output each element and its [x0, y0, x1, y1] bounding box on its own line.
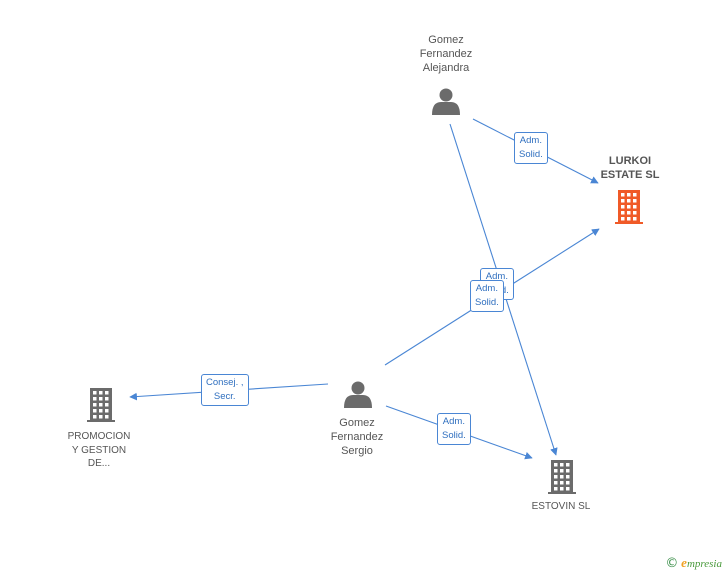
node-label-line: Gomez — [339, 417, 375, 429]
edge-label-line: Adm. — [442, 416, 465, 427]
nodes-layer — [87, 88, 643, 494]
edge-label-line: Adm. — [475, 283, 498, 294]
node-label-line: ESTATE SL — [600, 168, 660, 181]
edge-label-line: Solid. — [442, 430, 466, 441]
node-label-line: LURKOI — [608, 155, 652, 167]
node-label-line: Alejandra — [422, 62, 470, 74]
node-label-line: Gomez — [428, 34, 464, 46]
edge-label-line: Consej. , — [206, 377, 244, 388]
edge-label-line: Secr. — [213, 391, 236, 402]
node-label-line: Fernandez — [419, 48, 473, 60]
empresia-watermark[interactable]: © empresia — [665, 555, 722, 571]
node-label-line: ESTOVIN SL — [531, 501, 591, 512]
edge-label-sergio-to-lurkoi[interactable]: Adm. Solid. — [470, 280, 504, 312]
node-label-line: Y GESTION — [71, 444, 127, 456]
person-icon-alejandra[interactable] — [432, 88, 460, 116]
building-icon-lurkoi[interactable] — [615, 190, 643, 224]
edge-label-line: Solid. — [519, 149, 543, 160]
brand-initial: e — [681, 555, 687, 570]
edge-label-sergio-to-promocion[interactable]: Consej. , Secr. — [201, 374, 249, 406]
person-icon-sergio[interactable] — [344, 381, 372, 409]
node-label-line: Sergio — [341, 445, 373, 457]
building-icon-promocion[interactable] — [87, 388, 115, 422]
brand-name: mpresia — [686, 558, 722, 570]
node-label-estovin[interactable]: ESTOVIN SL — [506, 500, 616, 514]
edge-label-alejandra-to-lurkoi[interactable]: Adm. Solid. — [514, 132, 548, 164]
copyright-icon: © — [665, 556, 679, 571]
node-label-line: PROMOCION — [67, 431, 131, 442]
building-icon-estovin[interactable] — [548, 460, 576, 494]
node-label-promocion[interactable]: PROMOCION Y GESTION DE... — [44, 430, 154, 471]
edge-label-line: Adm. — [485, 271, 508, 282]
edge-label-sergio-to-estovin[interactable]: Adm. Solid. — [437, 413, 471, 445]
node-label-line: Fernandez — [330, 431, 384, 443]
edge-label-line: Adm. — [519, 135, 542, 146]
node-label-line: DE... — [87, 458, 111, 469]
edge-label-line: Solid. — [475, 297, 499, 308]
